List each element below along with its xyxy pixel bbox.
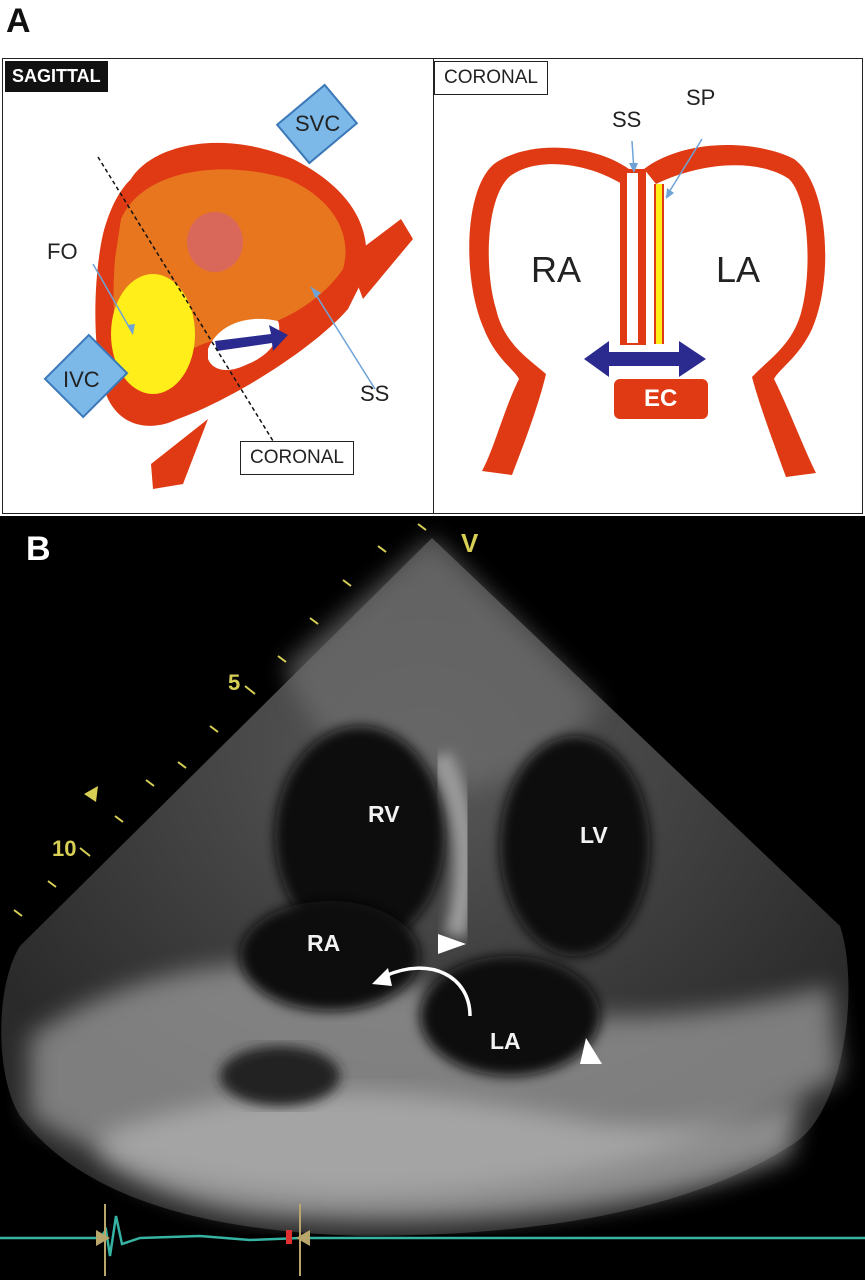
ec-label: EC bbox=[644, 385, 678, 412]
la-wall bbox=[644, 145, 826, 478]
coronal-plane-line bbox=[97, 156, 279, 450]
sagittal-tag: SAGITTAL bbox=[5, 61, 108, 92]
arrowhead-wall bbox=[580, 1038, 602, 1064]
echo-image bbox=[0, 523, 865, 1276]
depth-mark-10: 10 bbox=[52, 836, 77, 861]
la-label: LA bbox=[716, 249, 761, 290]
arrowhead-septum bbox=[438, 934, 466, 954]
panel-a-letter: A bbox=[6, 2, 31, 40]
ra-label: RA bbox=[531, 249, 582, 290]
echo-panel: B V 5 10 RV LV RA LA bbox=[0, 516, 865, 1280]
shunt-arrow bbox=[384, 966, 472, 1017]
la-echo-label: LA bbox=[490, 1028, 521, 1054]
ivc-label: IVC bbox=[63, 367, 100, 392]
orientation-mark: V bbox=[461, 528, 479, 558]
ec-block bbox=[614, 379, 708, 419]
fossa-ovalis bbox=[111, 274, 195, 394]
blue-double-arrow bbox=[584, 341, 706, 377]
ss-label: SS bbox=[360, 381, 390, 406]
coronal-diagram bbox=[469, 138, 826, 478]
focus-marker bbox=[84, 786, 98, 802]
septum-primum bbox=[654, 184, 664, 344]
upper-vessel bbox=[348, 219, 413, 299]
fo-pointer bbox=[92, 263, 134, 335]
coronal-plane-tag: CORONAL bbox=[240, 441, 354, 475]
sagittal-panel: SAGITTAL SVC IVC FO SS CORONAL bbox=[2, 58, 434, 514]
la-cavity bbox=[420, 956, 600, 1076]
coronal-panel: CORONAL SS SP RA LA EC bbox=[433, 58, 863, 514]
rv-label: RV bbox=[368, 801, 400, 827]
sp-label: SP bbox=[686, 85, 716, 110]
blue-arrow bbox=[215, 325, 288, 351]
ra-echo-label: RA bbox=[307, 930, 341, 956]
svc-label: SVC bbox=[295, 111, 341, 136]
depth-mark-5: 5 bbox=[228, 670, 241, 695]
svc-box bbox=[275, 83, 359, 165]
lv-label: LV bbox=[580, 822, 608, 848]
ss-label-coronal: SS bbox=[612, 107, 642, 132]
sagittal-diagram bbox=[43, 83, 413, 489]
pulmonary-orifice bbox=[187, 212, 243, 272]
ss-pointer bbox=[310, 286, 376, 390]
lower-vessel bbox=[151, 419, 208, 489]
ivc-box bbox=[43, 333, 129, 419]
sp-pointer bbox=[665, 138, 703, 198]
panel-b-letter: B bbox=[26, 530, 51, 568]
fo-label: FO bbox=[47, 239, 78, 264]
ra-wall bbox=[469, 147, 629, 475]
depth-ticks bbox=[13, 523, 427, 917]
rv-cavity bbox=[275, 726, 445, 946]
lv-cavity bbox=[500, 736, 650, 956]
coronal-tag: CORONAL bbox=[434, 61, 548, 95]
